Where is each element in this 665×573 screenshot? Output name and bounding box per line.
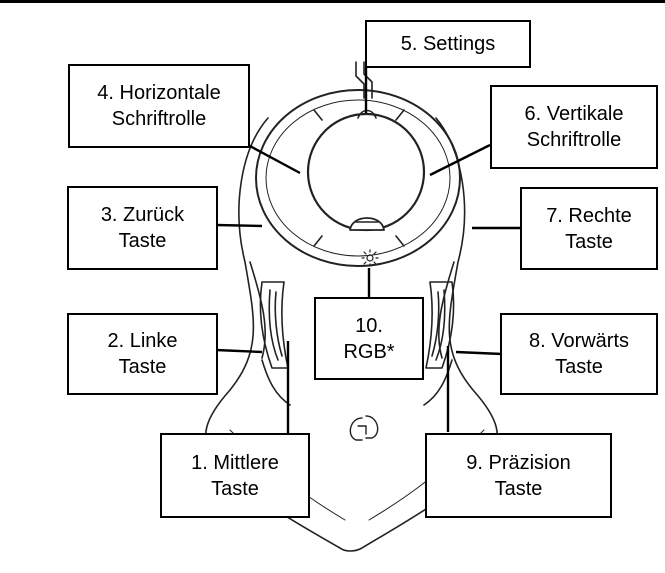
label-precision-button: 9. Präzision Taste [425,433,612,518]
label-rgb: 10. RGB* [314,297,424,380]
top-border-line [0,0,665,3]
label-forward-button: 8. Vorwärts Taste [500,313,658,395]
brand-logo-icon [349,415,379,441]
label-back-button: 3. Zurück Taste [67,186,218,270]
mouse-body-outline [204,117,499,552]
label-left-button: 2. Linke Taste [67,313,218,395]
label-right-button: 7. Rechte Taste [520,187,658,270]
ball-front-clip [349,217,385,231]
scroll-ring [255,89,461,267]
label-middle-button: 1. Mittlere Taste [160,433,310,518]
trackball-ball [306,112,426,232]
label-vertical-scroll: 6. Vertikale Schriftrolle [490,85,658,169]
label-settings: 5. Settings [365,20,531,68]
label-horizontal-scroll: 4. Horizontale Schriftrolle [68,64,250,148]
right-side-buttons [425,281,455,369]
rgb-led-icon [361,249,379,267]
cable [355,61,365,99]
